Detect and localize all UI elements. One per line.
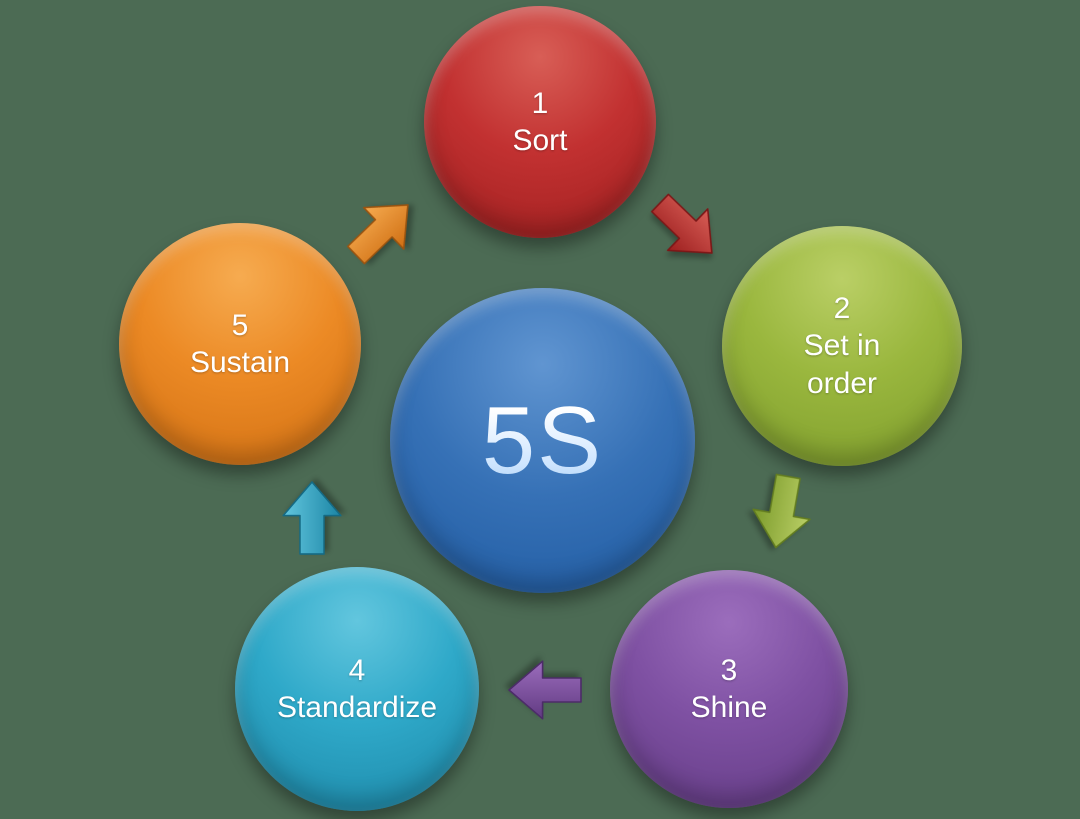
step-number: 1 — [531, 86, 549, 120]
step-label: Set in order — [803, 329, 881, 400]
step-circle-sort: 1 Sort — [424, 6, 656, 238]
step-circle-sustain: 5 Sustain — [119, 223, 361, 465]
center-label: 5S — [481, 386, 604, 494]
arrow-shine-to-standardize-icon — [505, 650, 585, 730]
center-circle-5s: 5S — [390, 288, 695, 593]
arrow-set-in-order-to-shine-icon — [736, 466, 829, 559]
step-number: 4 — [348, 653, 366, 687]
step-circle-set-in-order: 2 Set in order — [722, 226, 962, 466]
arrow-sustain-to-sort-icon — [325, 173, 438, 286]
arrow-standardize-to-sustain-icon — [272, 478, 352, 558]
step-circle-standardize: 4 Standardize — [235, 567, 479, 811]
step-number: 3 — [720, 653, 738, 687]
step-number: 5 — [231, 308, 249, 342]
step-number: 2 — [833, 291, 851, 325]
step-label: Shine — [690, 691, 768, 724]
step-label: Standardize — [276, 691, 438, 724]
step-circle-shine: 3 Shine — [610, 570, 848, 808]
step-label: Sort — [512, 124, 568, 157]
step-label: Sustain — [189, 346, 291, 379]
arrow-sort-to-set-in-order-icon — [629, 171, 742, 284]
